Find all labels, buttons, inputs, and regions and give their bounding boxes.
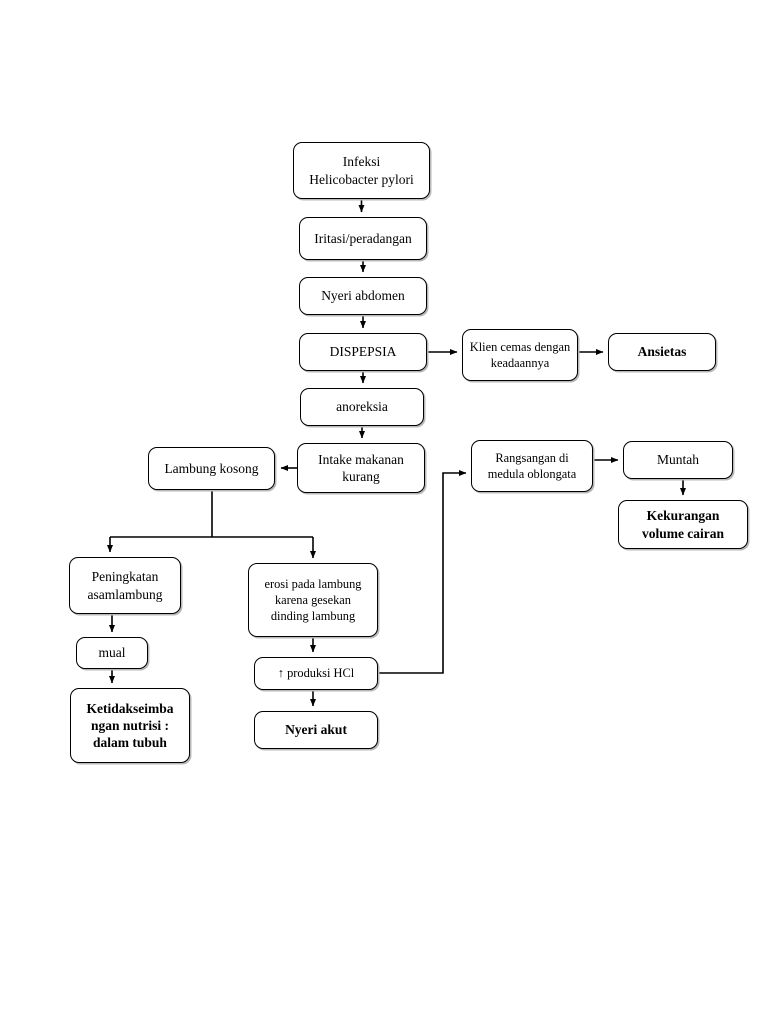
node-label-ketidakseimbangan-nutrisi: Ketidakseimba ngan nutrisi : dalam tubuh bbox=[86, 700, 174, 751]
node-label-rangsangan-medula: Rangsangan di medula oblongata bbox=[487, 450, 577, 481]
node-label-infeksi: Infeksi Helicobacter pylori bbox=[309, 154, 414, 187]
node-peningkatan-asam-lambung[interactable]: Peningkatan asamlambung bbox=[69, 557, 181, 614]
node-muntah[interactable]: Muntah bbox=[623, 441, 733, 479]
node-label-lambung-kosong: Lambung kosong bbox=[164, 460, 259, 476]
node-label-ansietas: Ansietas bbox=[637, 344, 687, 360]
node-dispepsia[interactable]: DISPEPSIA bbox=[299, 333, 427, 371]
node-label-produksi-hcl: ↑ produksi HCl bbox=[277, 666, 355, 681]
node-label-muntah: Muntah bbox=[657, 452, 699, 468]
node-label-intake-makanan-kurang: Intake makanan kurang bbox=[318, 451, 404, 484]
node-label-anoreksia: anoreksia bbox=[336, 399, 388, 415]
node-infeksi[interactable]: Infeksi Helicobacter pylori bbox=[293, 142, 430, 199]
node-intake-makanan-kurang[interactable]: Intake makanan kurang bbox=[297, 443, 425, 493]
node-ansietas[interactable]: Ansietas bbox=[608, 333, 716, 371]
node-ketidakseimbangan-nutrisi[interactable]: Ketidakseimba ngan nutrisi : dalam tubuh bbox=[70, 688, 190, 763]
node-lambung-kosong[interactable]: Lambung kosong bbox=[148, 447, 275, 490]
node-label-klien-cemas: Klien cemas dengan keadaannya bbox=[469, 339, 571, 370]
node-produksi-hcl[interactable]: ↑ produksi HCl bbox=[254, 657, 378, 690]
node-label-kekurangan-volume-cairan: Kekurangan volume cairan bbox=[641, 508, 725, 541]
node-label-mual: mual bbox=[98, 645, 126, 661]
node-iritasi[interactable]: Iritasi/peradangan bbox=[299, 217, 427, 260]
node-label-nyeri-akut: Nyeri akut bbox=[285, 722, 347, 738]
node-label-erosi-lambung: erosi pada lambung karena gesekan dindin… bbox=[264, 576, 362, 624]
edge-hcl-to-rangsangan bbox=[378, 469, 467, 674]
node-label-peningkatan-asam-lambung: Peningkatan asamlambung bbox=[87, 569, 163, 602]
node-nyeri-abdomen[interactable]: Nyeri abdomen bbox=[299, 277, 427, 315]
node-erosi-lambung[interactable]: erosi pada lambung karena gesekan dindin… bbox=[248, 563, 378, 637]
node-kekurangan-volume-cairan[interactable]: Kekurangan volume cairan bbox=[618, 500, 748, 549]
node-klien-cemas[interactable]: Klien cemas dengan keadaannya bbox=[462, 329, 578, 381]
node-nyeri-akut[interactable]: Nyeri akut bbox=[254, 711, 378, 749]
node-anoreksia[interactable]: anoreksia bbox=[300, 388, 424, 426]
node-rangsangan-medula[interactable]: Rangsangan di medula oblongata bbox=[471, 440, 593, 492]
node-label-dispepsia: DISPEPSIA bbox=[329, 344, 397, 360]
node-label-nyeri-abdomen: Nyeri abdomen bbox=[321, 288, 405, 304]
node-label-iritasi: Iritasi/peradangan bbox=[314, 230, 412, 246]
node-mual[interactable]: mual bbox=[76, 637, 148, 669]
